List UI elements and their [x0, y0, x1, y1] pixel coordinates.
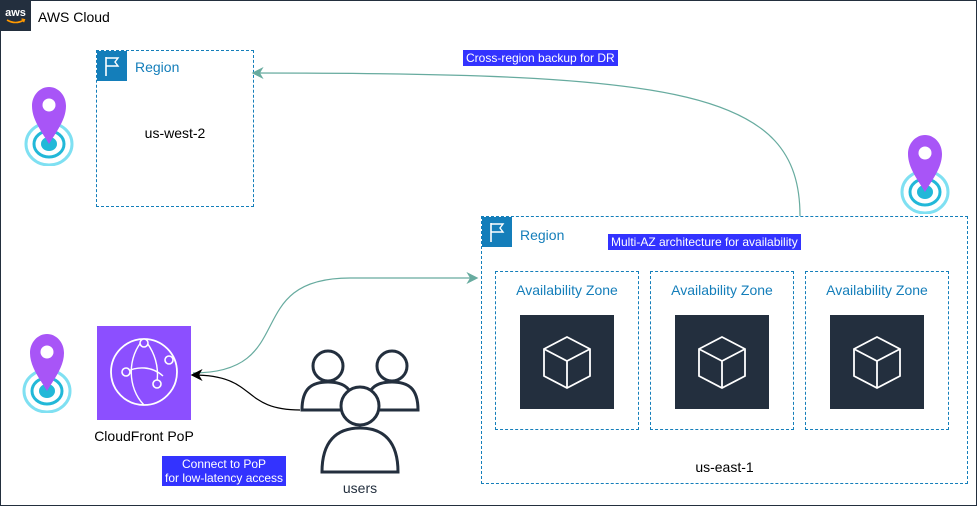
ec2-instance-icon: [520, 315, 614, 409]
region-name-us-east-1: us-east-1: [695, 459, 754, 475]
region-us-west-2: Region us-west-2: [96, 50, 254, 207]
pop-annotation-line-2: for low-latency access: [165, 471, 284, 485]
region-name-us-west-2: us-west-2: [144, 125, 206, 141]
region-us-east-1: Region us-east-1: [481, 216, 968, 484]
cloudfront-label: CloudFront PoP: [94, 428, 194, 444]
location-pin-icon: [24, 87, 74, 166]
availability-zone-1: Availability Zone: [495, 271, 639, 430]
cloudfront-icon: [97, 326, 191, 420]
region-flag-icon: [97, 51, 127, 81]
users-label: users: [342, 480, 378, 496]
region-label: Region: [135, 59, 180, 75]
ec2-instance-icon: [675, 315, 769, 409]
users-icon: [300, 349, 420, 474]
aws-logo-icon: aws: [0, 0, 31, 31]
aws-cloud-title: AWS Cloud: [38, 9, 110, 25]
region-flag-icon: [482, 217, 512, 247]
location-pin-icon: [22, 334, 72, 413]
availability-zone-label: Availability Zone: [826, 282, 928, 298]
availability-zone-label: Availability Zone: [516, 282, 618, 298]
availability-zone-label: Availability Zone: [671, 282, 773, 298]
users-to-pop-connector: [190, 369, 301, 411]
pop-annotation-line-1: Connect to PoP: [181, 457, 267, 471]
aws-logo-text: aws: [5, 7, 26, 19]
location-pin-icon: [900, 135, 950, 214]
ec2-instance-icon: [830, 315, 924, 409]
availability-zone-3: Availability Zone: [805, 271, 949, 430]
region-label: Region: [520, 227, 565, 243]
pop-to-region-connector: [192, 272, 479, 374]
backup-connector: [251, 67, 801, 217]
multi-az-annotation: Multi-AZ architecture for availability: [608, 234, 801, 250]
pop-annotation: Connect to PoP for low-latency access: [162, 456, 287, 486]
availability-zone-2: Availability Zone: [650, 271, 794, 430]
backup-annotation: Cross-region backup for DR: [463, 50, 618, 66]
